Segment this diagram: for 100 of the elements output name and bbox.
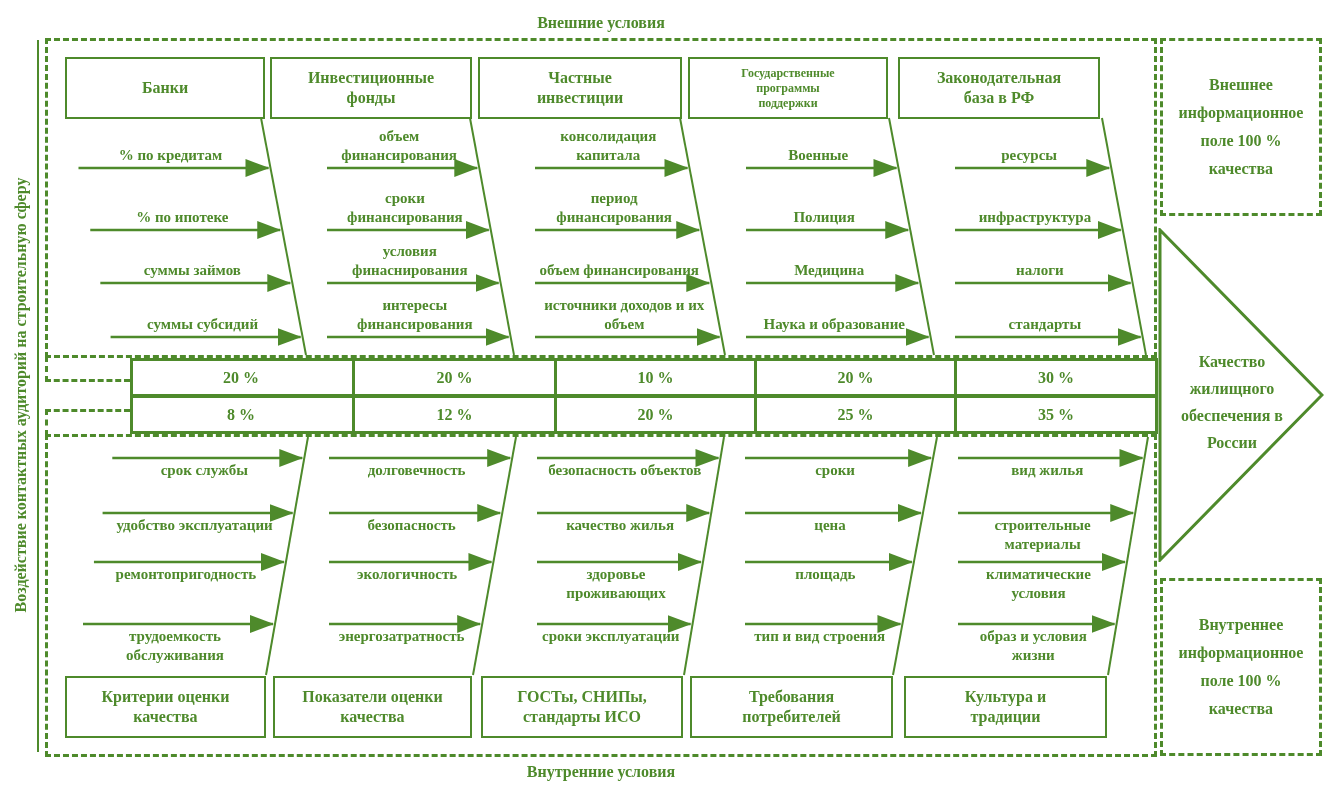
cause-arrow	[537, 504, 711, 522]
cause-arrow	[327, 274, 500, 292]
edge-label: удобство эксплуатации	[116, 516, 273, 535]
edge-label: объем финансирования	[539, 261, 699, 280]
category-label: Банки	[141, 78, 189, 98]
edge-label: экологичность	[357, 565, 458, 584]
cause-arrow	[78, 159, 270, 177]
edge-label: Медицина	[794, 261, 865, 280]
bone-line	[1099, 118, 1149, 355]
cause-arrow	[537, 449, 720, 467]
category-box	[481, 676, 683, 738]
category-label: Законодательная база в РФ	[935, 68, 1063, 108]
category-label: ГОСТы, СНИПы, стандарты ИСО	[516, 687, 648, 727]
cause-arrow	[746, 221, 910, 239]
edge-label: стандарты	[1008, 315, 1082, 334]
spine-bar	[130, 358, 1158, 434]
edge-label: Полиция	[793, 208, 855, 227]
edge-label: цена	[814, 516, 846, 535]
edge-label: долговечность	[367, 461, 466, 480]
cause-arrow	[745, 504, 922, 522]
cause-arrow	[958, 449, 1144, 467]
edge-label: Военные	[788, 146, 849, 165]
cause-arrow	[327, 159, 479, 177]
cause-arrow	[327, 328, 510, 346]
edge-label: качество жилья	[566, 516, 675, 535]
cause-arrow	[93, 553, 285, 571]
info-text: Внешнее информационное поле 100 % качества	[1177, 75, 1305, 179]
info-text: Внутреннее информационное поле 100 % качества	[1177, 615, 1305, 719]
bone-line	[1105, 437, 1151, 675]
category-label: Инвестиционные фонды	[306, 68, 436, 108]
cause-arrow	[745, 553, 913, 571]
edge-label: консолидация капитала	[559, 127, 658, 165]
cause-arrow	[327, 221, 490, 239]
cause-arrow	[745, 449, 933, 467]
cause-arrow	[90, 221, 282, 239]
head-triangle	[1158, 228, 1324, 562]
edge-label: источники доходов и их объем	[543, 296, 706, 334]
edge-label: сроки финансирования	[346, 189, 464, 227]
percent-value: 20 %	[637, 404, 674, 425]
cause-arrow	[955, 159, 1111, 177]
category-label: Показатели оценки качества	[301, 687, 444, 727]
cause-arrow	[537, 553, 702, 571]
category-box	[65, 676, 266, 738]
percent-value: 20 %	[223, 367, 259, 388]
percent-value: 25 %	[837, 404, 874, 425]
cause-arrow	[745, 615, 902, 633]
cause-arrow	[746, 328, 930, 346]
category-box	[65, 57, 265, 119]
bone-line	[890, 437, 940, 675]
edge-label: суммы займов	[143, 261, 241, 280]
cause-arrow	[100, 274, 292, 292]
category-box	[688, 57, 888, 119]
edge-label: условия финаснирования	[351, 242, 469, 280]
side-label: Воздействие контактных аудиторий на строительную сферу	[11, 176, 31, 615]
category-label: Культура и традиции	[963, 687, 1048, 727]
bone-line	[258, 118, 309, 355]
effect-label: Качество жилищного обеспечения в России	[1180, 352, 1284, 453]
cause-arrow	[958, 553, 1126, 571]
category-box	[898, 57, 1100, 119]
cause-arrow	[329, 449, 512, 467]
percent-value: 20 %	[837, 367, 874, 388]
edge-label: инфраструктура	[978, 208, 1092, 227]
percent-value: 35 %	[1038, 404, 1074, 425]
category-box	[270, 57, 472, 119]
edge-label: ресурсы	[1001, 146, 1058, 165]
info-box	[1160, 578, 1322, 756]
edge-label: вид жилья	[1011, 461, 1084, 480]
cause-arrow	[746, 274, 920, 292]
cause-arrow	[110, 328, 302, 346]
bone-line	[470, 437, 519, 675]
info-box	[1160, 38, 1322, 216]
cause-arrow	[83, 615, 274, 633]
percent-value: 20 %	[436, 367, 473, 388]
percent-value: 12 %	[436, 404, 473, 425]
category-box	[690, 676, 893, 738]
category-box	[273, 676, 472, 738]
cause-arrow	[746, 159, 898, 177]
category-box	[904, 676, 1107, 738]
edge-label: сроки эксплуатации	[542, 627, 680, 646]
cause-arrow	[535, 159, 689, 177]
edge-label: суммы субсидий	[147, 315, 259, 334]
edge-label: срок службы	[160, 461, 248, 480]
cause-arrow	[955, 221, 1122, 239]
cause-arrow	[329, 553, 493, 571]
edge-label: Наука и образование	[763, 315, 905, 334]
edge-label: здоровье проживающих	[565, 565, 667, 603]
cause-arrow	[535, 274, 711, 292]
category-label: Государственные программы поддержки	[740, 65, 836, 111]
category-label: Частные инвестиции	[535, 68, 625, 108]
cause-arrow	[958, 504, 1135, 522]
edge-label: % по ипотеке	[136, 208, 229, 227]
edge-label: налоги	[1016, 261, 1064, 280]
cause-arrow	[112, 449, 304, 467]
cause-arrow	[535, 221, 701, 239]
edge-label: интересы финансирования	[356, 296, 474, 334]
edge-label: трудоемкость обслуживания	[125, 627, 225, 665]
cause-arrow	[329, 504, 502, 522]
region-heading: Внутренние условия	[525, 762, 677, 783]
edge-label: тип и вид строения	[754, 627, 886, 646]
cause-arrow	[102, 504, 294, 522]
